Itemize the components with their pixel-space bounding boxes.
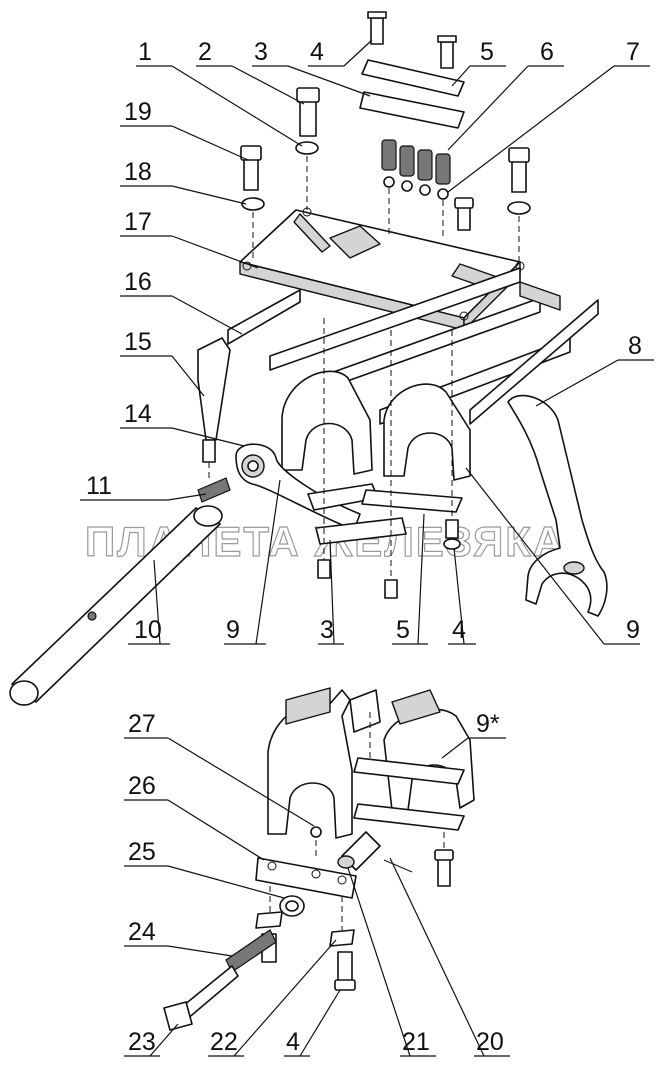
callout-8: 8 [628, 332, 642, 360]
bolt-top-right [440, 41, 454, 69]
fork-lower-right [383, 708, 475, 811]
callout-19: 19 [124, 98, 152, 126]
callout-26: 26 [128, 772, 156, 800]
bolt-4-lower [337, 951, 353, 983]
fork-14-left [281, 370, 373, 475]
ball-27 [310, 826, 322, 838]
lower-assembly [163, 687, 475, 1031]
bolt-right [511, 159, 527, 193]
top-plate [359, 91, 465, 129]
callout-21: 21 [402, 1028, 430, 1056]
callout-1: 1 [138, 38, 152, 66]
callout-4-bottom: 4 [286, 1028, 300, 1056]
callout-7: 7 [626, 38, 640, 66]
upper-assembly [9, 11, 608, 706]
callout-24: 24 [128, 918, 156, 946]
callout-22: 22 [210, 1028, 238, 1056]
callout-12-13: 11 [86, 472, 112, 500]
fork-8 [507, 394, 608, 617]
shift-rails [227, 267, 599, 425]
callout-10: 9 [226, 616, 240, 644]
callouts: 1 2 3 4 5 6 7 8 19 18 17 16 15 14 11 10 [80, 38, 654, 1057]
callout-25: 25 [128, 838, 156, 866]
callout-3-lower: 3 [320, 616, 334, 644]
callout-16: 16 [124, 268, 152, 296]
callout-4-lower: 4 [452, 616, 466, 644]
callout-5-lower: 5 [396, 616, 410, 644]
fitting-12-13 [197, 477, 231, 503]
bolt-2 [299, 99, 317, 137]
callout-2: 2 [198, 38, 212, 66]
bracket-26 [255, 857, 357, 899]
callout-5: 5 [480, 38, 494, 66]
callout-6: 6 [540, 38, 554, 66]
callout-3: 3 [254, 38, 268, 66]
callout-15: 15 [124, 328, 152, 356]
shift-arm-15 [197, 337, 231, 441]
callout-17: 17 [124, 208, 152, 236]
detent-springs [381, 139, 451, 200]
bolt-top-left [370, 17, 384, 45]
cover-plate [361, 59, 465, 97]
lever-10 [235, 443, 361, 531]
callout-11: 10 [134, 616, 162, 644]
lock-plate-22 [329, 929, 355, 947]
callout-27: 27 [128, 710, 156, 738]
callout-23: 23 [128, 1028, 156, 1056]
callout-4: 4 [310, 38, 324, 66]
callout-18: 18 [124, 158, 152, 186]
callout-14: 14 [124, 400, 152, 428]
callout-9-star: 9* [476, 710, 500, 738]
fork-14-right [383, 383, 471, 481]
callout-20: 20 [476, 1028, 504, 1056]
bolt-19 [243, 157, 259, 191]
callout-9: 9 [626, 616, 640, 644]
washer-18 [241, 197, 265, 211]
